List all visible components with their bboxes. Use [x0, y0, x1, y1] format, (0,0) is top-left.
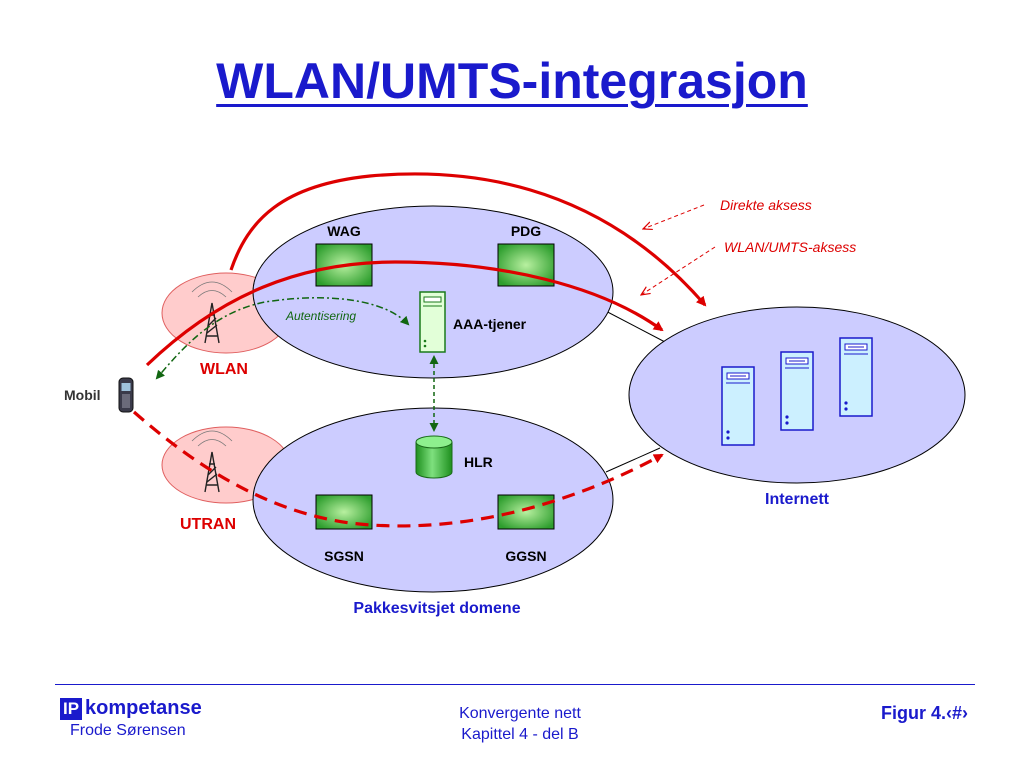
footer-logo: IP kompetanse: [60, 697, 202, 720]
wlan-umts-pointer: [641, 246, 716, 295]
course-chapter: Kapittel 4 - del B: [461, 726, 579, 743]
footer-author: Frode Sørensen: [70, 722, 186, 739]
internet-server-icon: [721, 366, 755, 446]
mobile-phone-icon: [118, 377, 134, 413]
pdg-label: PDG: [511, 223, 541, 239]
link-packet-internet: [605, 447, 661, 473]
hlr-label: HLR: [464, 454, 493, 470]
slide-title: WLAN/UMTS-integrasjon: [216, 53, 808, 109]
utran-label: UTRAN: [180, 516, 236, 533]
direct-access-pointer: [643, 204, 705, 229]
logo-text: kompetanse: [85, 697, 202, 719]
ggsn-node: [497, 494, 555, 530]
internet-server-icon: [780, 351, 814, 431]
wag-label: WAG: [327, 223, 361, 239]
internet-label: Internett: [765, 491, 830, 508]
utran-antenna-icon: [191, 430, 233, 493]
wlan-umts-access-path: [145, 260, 664, 367]
aaa-server-icon: [419, 291, 446, 353]
link-wlan-internet: [597, 306, 666, 343]
course-title: Konvergente nett: [459, 705, 581, 722]
legend-direct-access: Direkte aksess: [720, 197, 812, 213]
wlan-label: WLAN: [200, 361, 248, 378]
mobile-label: Mobil: [64, 387, 101, 403]
direct-access-path: [229, 172, 707, 307]
sgsn-label: SGSN: [324, 548, 364, 564]
packet-domain-label: Pakkesvitsjet domene: [353, 600, 520, 617]
wag-node: [315, 243, 373, 287]
authentication-arrow: [155, 297, 410, 380]
footer-course: Konvergente nett Kapittel 4 - del B: [0, 703, 1024, 745]
authentication-label: Autentisering: [285, 309, 356, 323]
ip-logo-mark: IP: [60, 697, 82, 720]
figure-number: Figur 4.‹#›: [880, 703, 968, 723]
footer-divider: [55, 684, 975, 685]
legend-wlan-umts-access: WLAN/UMTS-aksess: [724, 239, 856, 255]
internet-server-icon: [839, 337, 873, 417]
ggsn-label: GGSN: [505, 548, 546, 564]
utran-dashed-path: [132, 410, 664, 528]
hlr-database-icon: [415, 435, 453, 479]
aaa-server-label: AAA-tjener: [453, 316, 527, 332]
